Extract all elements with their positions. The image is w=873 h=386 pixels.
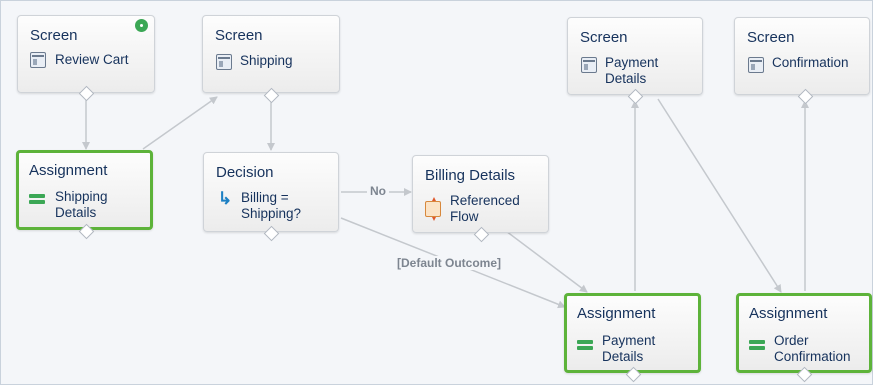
node-label: Shipping — [240, 53, 293, 68]
node-type: Screen — [580, 29, 628, 46]
screen-icon — [216, 54, 232, 70]
screen-icon — [581, 57, 597, 73]
node-decision[interactable]: Decision ↳ Billing = Shipping? — [203, 152, 339, 232]
node-label: Payment Details — [602, 333, 656, 364]
screen-icon — [748, 57, 764, 73]
node-type: Assignment — [749, 305, 828, 322]
node-label: Confirmation — [772, 55, 849, 70]
assignment-icon — [749, 337, 765, 353]
node-billing-details[interactable]: Billing Details Referenced Flow — [412, 155, 549, 233]
node-type: Assignment — [577, 305, 656, 322]
node-label: Payment Details — [605, 55, 659, 86]
subflow-icon — [425, 197, 441, 221]
screen-icon — [30, 52, 46, 68]
decision-icon: ↳ — [217, 189, 233, 208]
node-confirmation[interactable]: Screen Confirmation — [734, 17, 870, 95]
node-order-confirmation[interactable]: Assignment Order Confirmation — [736, 293, 872, 373]
node-label: Shipping Details — [55, 189, 108, 220]
connector-billing-paymentassign — [505, 230, 588, 293]
node-label: Review Cart — [55, 52, 129, 67]
connector-paymentscreen-orderconfirm — [657, 98, 782, 293]
node-review-cart[interactable]: Screen Review Cart — [17, 15, 155, 93]
node-shipping[interactable]: Screen Shipping — [202, 15, 340, 93]
edge-label-no: No — [367, 184, 389, 198]
node-type: Screen — [30, 27, 78, 44]
node-shipping-details[interactable]: Assignment Shipping Details — [16, 150, 153, 230]
node-label: Referenced Flow — [450, 193, 520, 224]
node-type: Decision — [216, 164, 274, 181]
node-type: Assignment — [29, 162, 108, 179]
assignment-icon — [577, 337, 593, 353]
node-type: Billing Details — [425, 167, 516, 184]
node-label: Billing = Shipping? — [241, 190, 302, 221]
connector-shippingdetails-shipping — [142, 96, 218, 150]
start-icon — [135, 19, 148, 32]
assignment-icon — [29, 191, 45, 207]
node-payment-details-screen[interactable]: Screen Payment Details — [567, 17, 703, 95]
node-type: Screen — [215, 27, 263, 44]
node-label: Order Confirmation — [774, 333, 851, 364]
node-type: Screen — [747, 29, 795, 46]
edge-label-default-outcome: [Default Outcome] — [395, 256, 504, 270]
node-payment-details-assign[interactable]: Assignment Payment Details — [564, 293, 701, 373]
